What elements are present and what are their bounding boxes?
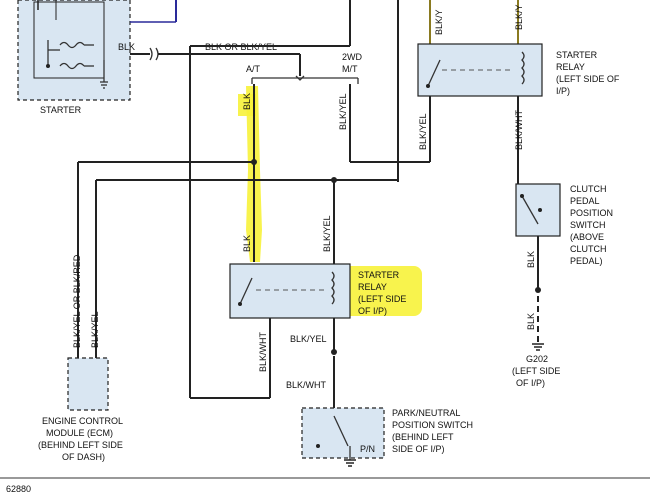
main-relay-contact [238,302,242,306]
clutch-line-1: CLUTCH [570,184,607,194]
wire-label-blk-y-right: BLK/Y [514,4,524,30]
ecm-component [67,357,109,411]
clutch-switch-label: CLUTCH PEDAL POSITION SWITCH (ABOVE CLUT… [570,184,613,266]
pn-label: P/N [360,444,375,454]
wire-label-blk-y-left: BLK/Y [434,9,444,35]
pn-line-1: PARK/NEUTRAL [392,408,460,418]
main-relay-line-1: STARTER [358,270,400,280]
pn-switch-arm [333,415,349,447]
wire-label-ecm-1: BLK/YEL OR BLK/RED [72,254,82,348]
clutch-line-6: CLUTCH [570,244,607,254]
wire-label-blk-wht-left: BLK/WHT [258,331,268,372]
pn-switch-label: PARK/NEUTRAL POSITION SWITCH (BEHIND LEF… [392,408,473,454]
splice-relay-bottom [331,349,337,355]
wire-label-blk-clutch: BLK [526,251,536,268]
wire-label-ecm-2: BLK/YEL [90,311,100,348]
main-relay-label: STARTER RELAY (LEFT SIDE OF I/P) [358,270,406,316]
wire-label-blk-top: BLK [118,42,135,52]
switch-arrow [295,75,305,81]
main-relay-line-2: RELAY [358,282,387,292]
wire-label-blk-yel-under-relay: BLK/YEL [290,334,327,344]
wire-label-blk-yel-relay: BLK/YEL [418,113,428,150]
ground-line-3: OF I/P) [516,378,545,388]
pn-line-2: POSITION SWITCH [392,420,473,430]
main-relay-line-4: OF I/P) [358,306,387,316]
ground-line-2: (LEFT SIDE [512,366,560,376]
connector-2 [155,47,159,61]
wire-label-blk-relay-left: BLK [242,235,252,252]
ecm-line-1: ENGINE CONTROL [42,416,123,426]
pn-ground-symbol [344,459,356,467]
clutch-line-2: PEDAL [570,196,600,206]
ecm-label: ENGINE CONTROL MODULE (ECM) (BEHIND LEFT… [38,416,123,462]
starter-label: STARTER [40,105,82,115]
park-neutral-switch [301,407,385,459]
top-relay-label: STARTER RELAY (LEFT SIDE OF I/P) [556,50,620,96]
clutch-contact-1 [520,194,524,198]
relay-coil [521,51,525,85]
wire-label-blk-yel-relay-right: BLK/YEL [322,215,332,252]
pn-line-4: SIDE OF I/P) [392,444,445,454]
twowd-label: 2WD [342,52,363,62]
wire-label-blk-wht-relay: BLK/WHT [514,109,524,150]
top-relay-line-1: STARTER [556,50,598,60]
highlight-at-label [238,94,256,116]
ecm-line-3: (BEHIND LEFT SIDE [38,440,123,450]
clutch-line-4: SWITCH [570,220,606,230]
clutch-switch-arm [521,195,539,225]
pn-line-3: (BEHIND LEFT [392,432,454,442]
wire-label-blk-wht-pn: BLK/WHT [286,380,327,390]
top-relay-line-4: I/P) [556,86,570,96]
clutch-contact-2 [538,208,542,212]
wire-label-blk-yel-mt: BLK/YEL [338,93,348,130]
splice-at [251,159,257,165]
ground-label: G202 (LEFT SIDE OF I/P) [512,354,560,388]
connector-1 [149,47,153,61]
ground-symbol [532,343,544,351]
ground-line-1: G202 [526,354,548,364]
wire-label-blk-at: BLK [242,93,252,110]
splice-point [535,287,541,293]
ecm-line-4: OF DASH) [62,452,105,462]
wire-label-blk-ground: BLK [526,313,536,330]
main-relay-arm [239,277,253,305]
top-relay-line-2: RELAY [556,62,585,72]
main-relay-coil [331,271,335,305]
clutch-line-5: (ABOVE [570,232,604,242]
top-relay-line-3: (LEFT SIDE OF [556,74,620,84]
at-label: A/T [246,64,261,74]
relay-switch-arm [427,59,441,87]
relay-contact [426,84,430,88]
clutch-line-3: POSITION [570,208,613,218]
mt-label: M/T [342,64,358,74]
main-starter-relay [229,263,351,319]
pn-contact [316,444,320,448]
main-relay-line-3: (LEFT SIDE [358,294,406,304]
ecm-line-2: MODULE (ECM) [46,428,113,438]
clutch-line-7: PEDAL) [570,256,603,266]
starter-component [17,0,131,101]
figure-id: 62880 [6,484,31,494]
highlight-relay-label [338,266,422,316]
